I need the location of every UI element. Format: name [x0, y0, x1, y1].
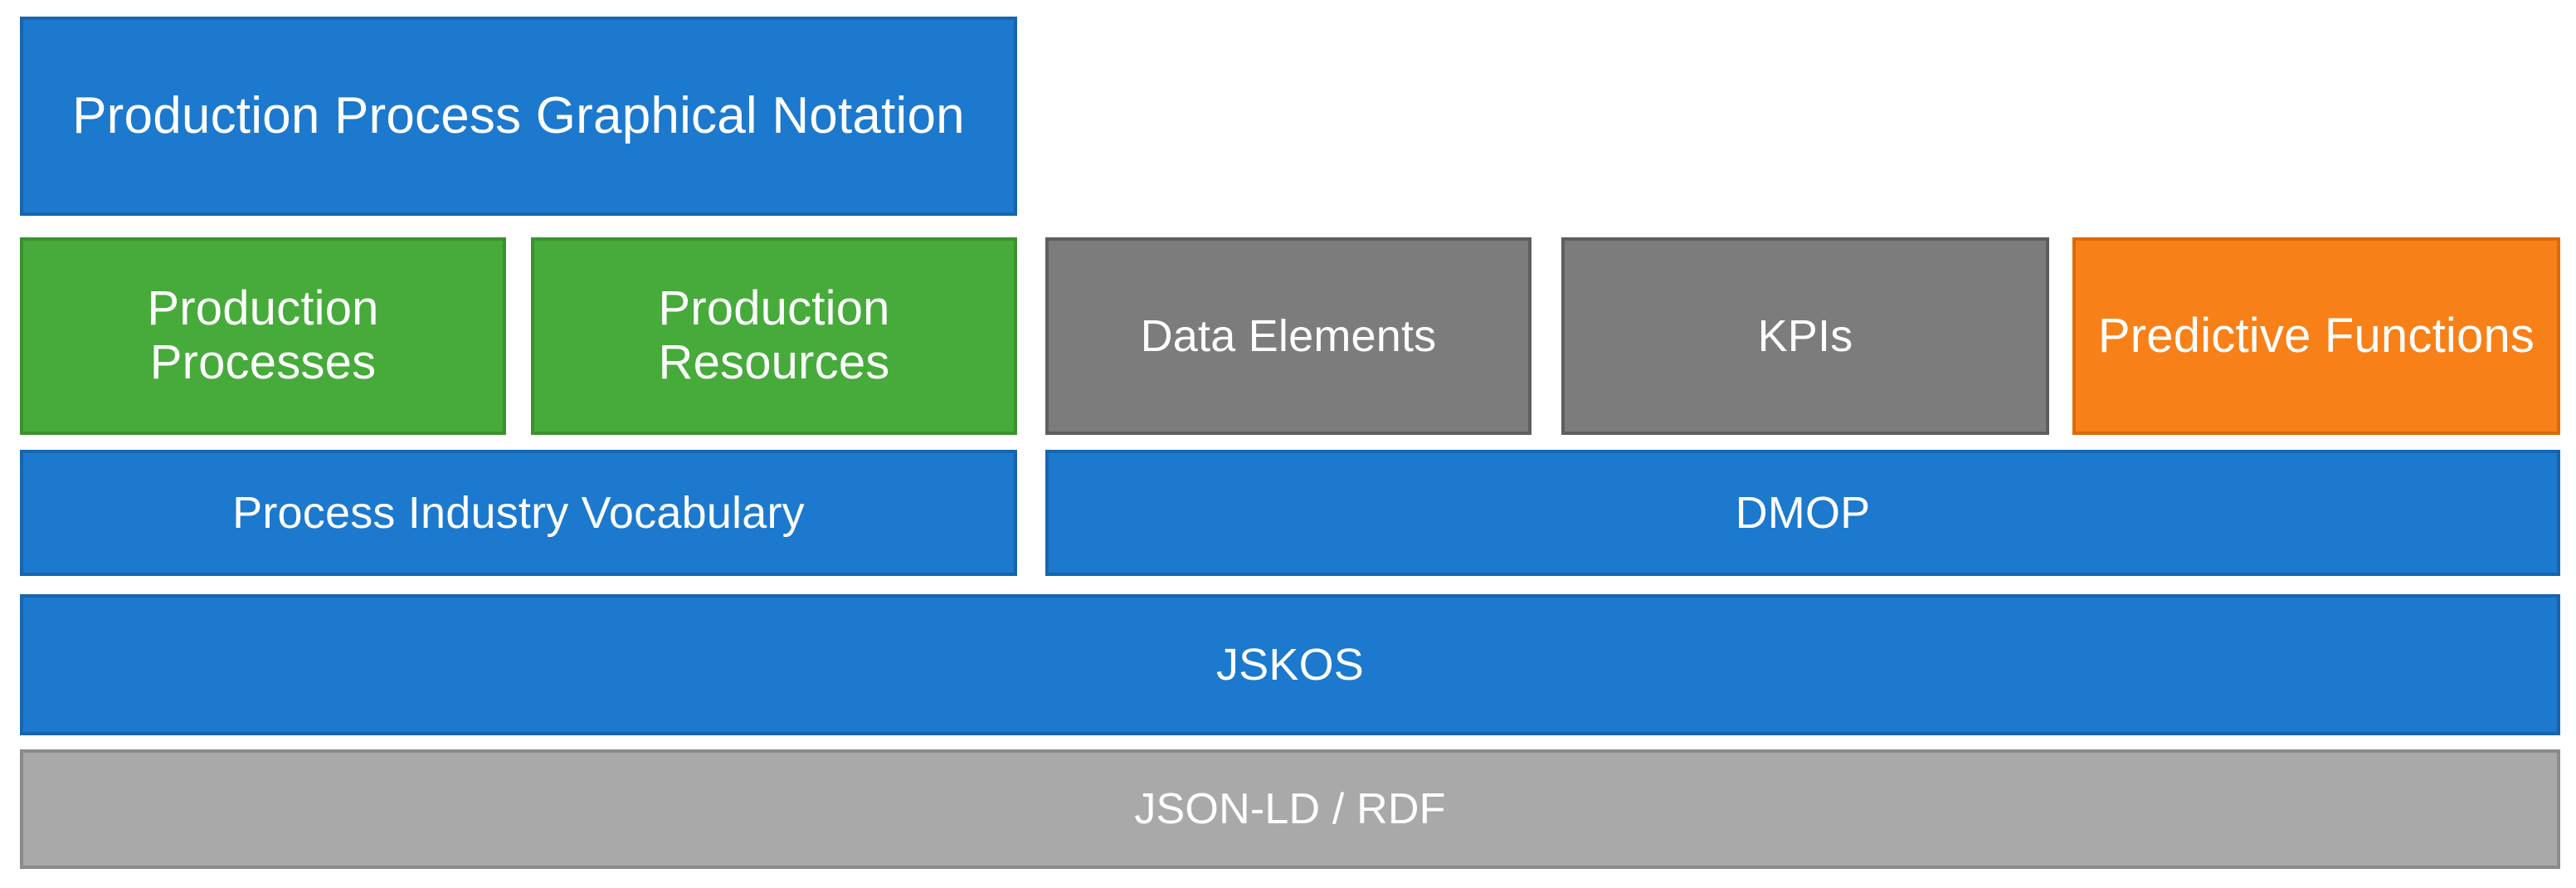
- block-jskos[interactable]: JSKOS: [20, 594, 2560, 735]
- block-label: Production Resources: [658, 281, 890, 389]
- block-production-process-graphical-notation[interactable]: Production Process Graphical Notation: [20, 17, 1017, 216]
- block-label: JSON-LD / RDF: [1134, 784, 1446, 833]
- block-label: Predictive Functions: [2097, 308, 2535, 363]
- block-predictive-functions[interactable]: Predictive Functions: [2072, 237, 2560, 435]
- block-kpis[interactable]: KPIs: [1561, 237, 2049, 435]
- block-label: JSKOS: [1215, 639, 1365, 690]
- block-dmop[interactable]: DMOP: [1045, 450, 2560, 576]
- block-label: Production Processes: [147, 281, 379, 389]
- block-label: Process Industry Vocabulary: [232, 487, 805, 538]
- block-production-processes[interactable]: Production Processes: [20, 237, 506, 435]
- block-json-ld-rdf[interactable]: JSON-LD / RDF: [20, 749, 2560, 869]
- block-label: DMOP: [1735, 487, 1871, 538]
- block-label: Production Process Graphical Notation: [72, 87, 965, 145]
- block-process-industry-vocabulary[interactable]: Process Industry Vocabulary: [20, 450, 1017, 576]
- block-data-elements[interactable]: Data Elements: [1045, 237, 1531, 435]
- block-production-resources[interactable]: Production Resources: [531, 237, 1017, 435]
- block-label: KPIs: [1757, 310, 1853, 361]
- block-label: Data Elements: [1140, 310, 1437, 361]
